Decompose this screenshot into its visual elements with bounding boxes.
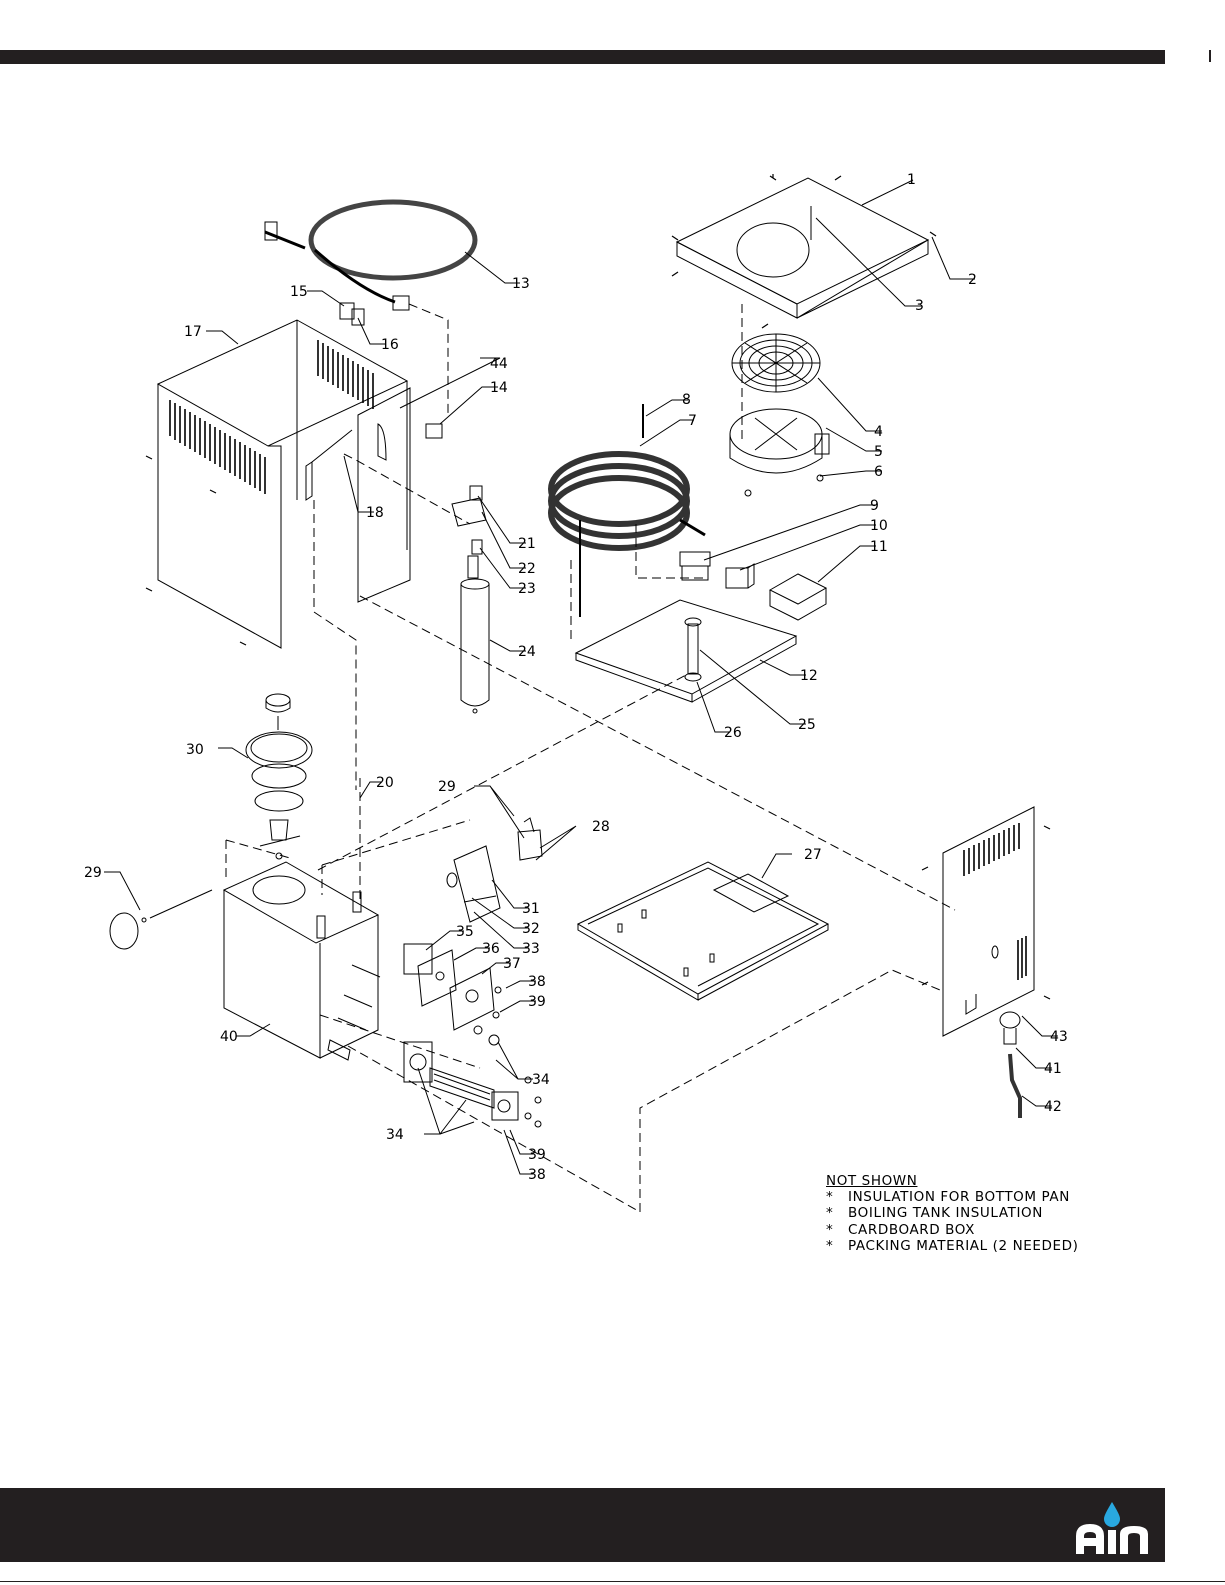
part-callout-28: 28 [592,819,610,835]
part-callout-21: 21 [518,536,536,552]
leader-lines [104,180,1058,1174]
part-callout-15: 15 [290,284,308,300]
filter-cartridge-part [461,556,489,713]
logo-i-stem [1108,1530,1116,1554]
part-callout-38: 38 [528,974,546,990]
not-shown-notes: NOT SHOWN * INSULATION FOR BOTTOM PAN * … [826,1173,1079,1254]
fan-guard-part [732,334,820,392]
assembly-line [318,675,686,870]
not-shown-item: * BOILING TANK INSULATION [826,1205,1079,1221]
boiling-tank-part [224,862,380,1060]
part-callout-36: 36 [482,941,500,957]
drawing-lines [104,174,1058,1212]
part-callout-44: 44 [490,356,508,372]
part-callout-29: 29 [84,865,102,881]
part-callout-33: 33 [522,941,540,957]
not-shown-item: * PACKING MATERIAL (2 NEEDED) [826,1238,1079,1254]
part-callout-5: 5 [874,444,883,460]
base-plate-part [576,600,796,702]
part-callout-8: 8 [682,392,691,408]
fan-part [730,409,829,496]
part-callout-9: 9 [870,498,879,514]
part-callout-25: 25 [798,717,816,733]
part-callout-40: 40 [220,1029,238,1045]
faucet-part [1000,1012,1020,1118]
part-callout-14: 14 [490,380,508,396]
screws-rear-cabinet [146,456,246,645]
electrical-box-part [770,574,826,620]
part-callout-24: 24 [518,644,536,660]
assembly-line [409,304,448,414]
footer-bar [0,1488,1165,1562]
part-callout-22: 22 [518,561,536,577]
part-callout-23: 23 [518,581,536,597]
switch-part [340,303,442,438]
front-panel-part [306,388,410,602]
not-shown-item: * INSULATION FOR BOTTOM PAN [826,1189,1079,1205]
part-callout-26: 26 [724,725,742,741]
assembly-line [226,840,290,858]
part-callout-35: 35 [456,924,474,940]
part-callout-17: 17 [184,324,202,340]
terminal-block-part [680,552,710,580]
assembly-line [360,596,955,910]
part-callout-31: 31 [522,901,540,917]
top-cover-part [677,178,928,318]
part-callout-6: 6 [874,464,883,480]
part-callout-39: 39 [528,1147,546,1163]
float-ball-part [110,890,212,949]
screws-side-panel [922,826,1050,999]
relay-part [726,564,754,588]
part-callout-34: 34 [386,1127,404,1143]
part-callout-10: 10 [870,518,888,534]
condenser-coil-part [551,404,705,617]
part-callout-4: 4 [874,424,883,440]
part-callout-18: 18 [366,505,384,521]
callout-labels: 1234567891011121314151617182021222324252… [84,172,1068,1183]
part-callout-37: 37 [503,956,521,972]
footer-rule [0,1581,1225,1582]
bottom-pan-part [578,862,828,1000]
drain-tube-part [685,618,701,681]
part-callout-2: 2 [968,272,977,288]
part-callout-16: 16 [381,337,399,353]
part-callout-41: 41 [1044,1061,1062,1077]
logo-a-glyph [1076,1524,1104,1554]
assembly-line [320,1015,480,1068]
part-callout-27: 27 [804,847,822,863]
part-callout-39: 39 [528,994,546,1010]
part-callout-30: 30 [186,742,204,758]
an-logo-icon [1072,1500,1152,1556]
assembly-line [314,500,356,790]
part-callout-11: 11 [870,539,888,555]
assembly-line [322,820,470,865]
part-callout-42: 42 [1044,1099,1062,1115]
not-shown-title: NOT SHOWN [826,1173,1079,1189]
float-assembly-part [246,694,312,859]
solenoid-valve-part [452,486,486,554]
part-callout-12: 12 [800,668,818,684]
part-callout-7: 7 [688,413,697,429]
part-callout-13: 13 [512,276,530,292]
not-shown-item: * CARDBOARD BOX [826,1222,1079,1238]
rear-cabinet-part [158,320,407,648]
part-callout-20: 20 [376,775,394,791]
part-callout-3: 3 [915,298,924,314]
logo-drop [1104,1502,1120,1527]
part-callout-34: 34 [532,1072,550,1088]
side-panel-part [943,807,1034,1036]
screws-top-cover [672,174,936,328]
logo-n-glyph [1120,1526,1148,1554]
part-callout-43: 43 [1050,1029,1068,1045]
part-callout-29: 29 [438,779,456,795]
part-callout-32: 32 [522,921,540,937]
part-callout-1: 1 [907,172,916,188]
part-callout-38: 38 [528,1167,546,1183]
